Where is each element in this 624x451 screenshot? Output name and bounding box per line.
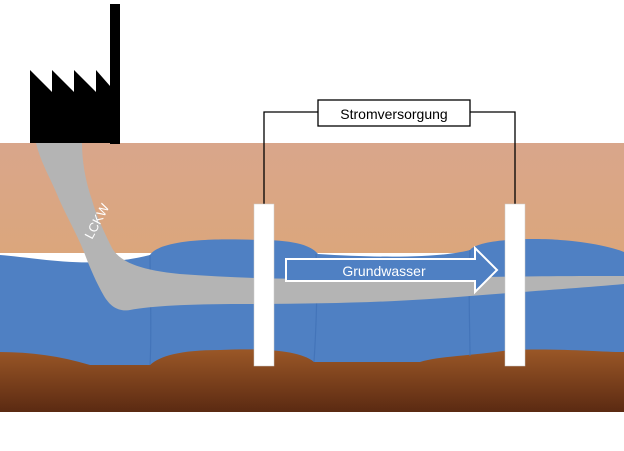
power-wire <box>263 111 318 204</box>
groundwater-lobe <box>149 254 152 366</box>
power-supply-box <box>317 99 471 127</box>
groundwater-label: Grundwasser <box>342 263 426 279</box>
electrode-right <box>504 203 526 367</box>
arrow-right-icon <box>285 245 499 295</box>
power-supply-label: Stromversorgung <box>340 106 447 122</box>
electrode-left <box>253 203 275 367</box>
factory-icon <box>30 4 120 144</box>
power-wire <box>470 111 516 204</box>
